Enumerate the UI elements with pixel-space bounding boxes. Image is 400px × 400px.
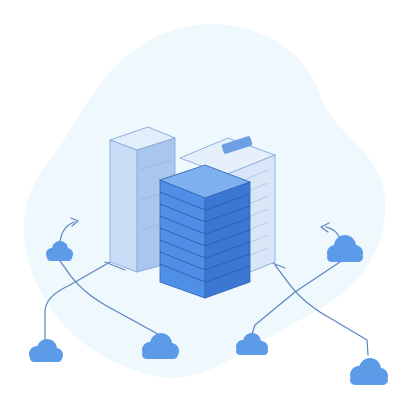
cloud-icon xyxy=(29,339,63,362)
arrow-icon xyxy=(320,222,330,233)
line-right-bottom-cloud xyxy=(274,264,369,356)
network-lines xyxy=(44,221,369,356)
line-left-bottom-cloud xyxy=(44,261,111,346)
stack-side xyxy=(204,181,251,299)
line-center-cloud xyxy=(104,261,126,271)
arrow-icon xyxy=(70,217,79,227)
cloud-icon xyxy=(142,333,179,359)
stack-front xyxy=(159,179,206,299)
tower-light-front xyxy=(109,139,138,273)
line-right-top-cloud xyxy=(249,261,341,341)
clouds xyxy=(29,235,388,385)
cloud-icon xyxy=(236,333,268,355)
back-block-top-detail xyxy=(221,136,253,154)
line-left-top-cloud xyxy=(57,257,166,339)
server-stack-icon xyxy=(158,164,252,299)
arrow-icons xyxy=(70,217,330,233)
cloud-icon xyxy=(46,241,73,261)
cloud-icon xyxy=(327,235,363,262)
cloud-icon xyxy=(350,358,388,385)
